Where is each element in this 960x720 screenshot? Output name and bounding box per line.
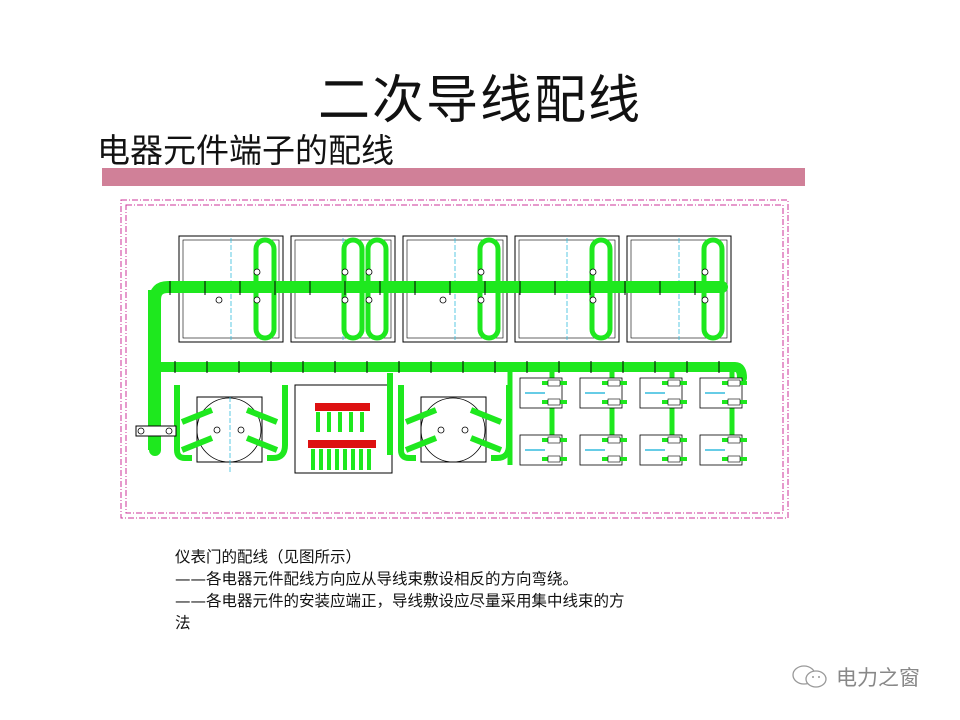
relay-unit [639,434,687,466]
wire [469,407,503,425]
main-bus-bottom [150,362,747,383]
notes-text: 仪表门的配线（见图所示） ——各电器元件配线方向应从导线束敷设相反的方向弯绕。 … [175,546,625,634]
terminal-label [607,436,621,444]
wire [245,407,279,425]
terminal-label [727,398,741,406]
wire-bundles [148,281,747,456]
terminal-label [727,436,741,444]
watermark: 电力之窗 [790,662,920,692]
relay-unit [519,434,567,466]
meter-body [196,396,263,463]
terminal-label [547,379,561,387]
notes-line-3: 法 [175,614,191,632]
main-trunk [148,290,161,450]
meter-dial [420,397,486,463]
meter-dial [196,397,262,463]
relay-unit [519,377,567,409]
terminal-label [667,379,681,387]
terminal-block [135,425,177,437]
terminal-strip-bottom [308,440,376,448]
wire [174,385,192,461]
terminal-label [607,379,621,387]
terminal-icon [253,268,261,276]
terminal-label [547,436,561,444]
slide-subtitle: 电器元件端子的配线 [97,131,394,170]
wire [245,435,279,453]
terminal-icon [341,296,349,304]
relay-unit [579,377,627,409]
terminal-strip-top [315,403,370,411]
wechat-icon [792,665,827,688]
terminal-icon [341,268,349,276]
accent-bar [102,168,805,186]
notes-line-1: ——各电器元件配线方向应从导线束敷设相反的方向弯绕。 [175,570,579,588]
terminal-icon [237,426,245,434]
relay-box [294,373,393,474]
terminal-label [607,398,621,406]
terminal-icon [589,296,597,304]
notes-heading: 仪表门的配线（见图所示） [175,548,362,566]
wire [180,435,214,453]
terminal-icon [365,268,373,276]
terminal-icon [365,296,373,304]
notes-line-2: ——各电器元件的安装应端正，导线敷设应尽量采用集中线束的方 [175,592,625,610]
relay-unit [579,434,627,466]
terminal-icon [215,296,223,304]
terminal-icon [461,426,469,434]
terminal-icon [589,268,597,276]
terminal-icon [477,296,485,304]
wire [180,407,214,425]
terminal-label [727,455,741,463]
slide-title: 二次导线配线 [317,71,642,131]
terminal-label [667,398,681,406]
terminal-icon [439,296,447,304]
terminal-label [547,455,561,463]
wire [404,407,438,425]
wire [398,385,416,461]
terminal-icon [477,268,485,276]
terminal-icon [437,426,445,434]
watermark-text: 电力之窗 [836,666,920,690]
terminal-icon [701,268,709,276]
relay-unit [699,377,747,409]
terminal-icon [213,426,221,434]
wire [404,435,438,453]
terminal-icon [253,296,261,304]
terminal-label [727,379,741,387]
wire [469,435,503,453]
relay-unit [699,434,747,466]
relay-unit [639,377,687,409]
terminal-label [667,455,681,463]
terminal-label [607,455,621,463]
wire [267,385,288,461]
round-meter [174,385,288,463]
terminal-label [547,398,561,406]
round-meter [398,385,512,463]
terminal-label [667,436,681,444]
cabinet-frame [120,199,789,519]
terminal-icon [701,296,709,304]
